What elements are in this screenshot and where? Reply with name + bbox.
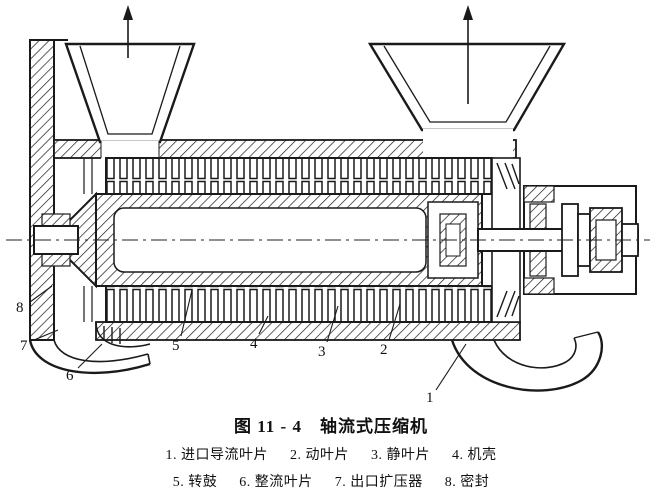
callout-3-label: 3 [318, 344, 326, 360]
funnel-left [64, 42, 196, 159]
callout-6-label: 6 [66, 368, 74, 384]
bearing-block-bottom [529, 249, 547, 277]
figure-caption: 图 11 - 4 轴流式压缩机 1. 进口导流叶片 2. 动叶片 3. 静叶片 … [0, 408, 662, 491]
flow-arrow-left [123, 5, 133, 58]
callouts: 8 7 6 5 4 3 2 [16, 285, 467, 406]
inlet-scroll [450, 331, 603, 392]
blade-row-bottom [105, 285, 493, 323]
casing [29, 39, 521, 341]
flow-arrow-right [463, 5, 473, 104]
axial-compressor-diagram: 8 7 6 5 4 3 2 [6, 5, 650, 406]
legend-line-2: 5. 转鼓 6. 整流叶片 7. 出口扩压器 8. 密封 [0, 471, 662, 491]
legend-item-1: 1. 进口导流叶片 [165, 448, 268, 463]
legend-item-5: 5. 转鼓 [172, 475, 218, 490]
funnel-left-outer-wall [64, 42, 196, 144]
callout-2-label: 2 [380, 342, 388, 358]
legend-item-6: 6. 整流叶片 [239, 475, 313, 490]
callout-4: 4 [250, 315, 269, 352]
funnel-right-inner-wall [383, 45, 551, 123]
callout-8-label: 8 [16, 300, 24, 316]
callout-7-label: 7 [20, 338, 28, 354]
seal-block-top [41, 213, 71, 227]
blade-row-top [105, 157, 493, 195]
callout-6: 6 [66, 343, 103, 384]
inlet-guide-vanes-bottom [496, 290, 520, 318]
outlet-diffuser [28, 321, 151, 375]
casing-left-wall [29, 39, 55, 341]
legend-item-4: 4. 机壳 [452, 448, 497, 463]
callout-5-label: 5 [172, 338, 180, 354]
figure-title: 图 11 - 4 轴流式压缩机 [234, 417, 428, 436]
callout-8: 8 [16, 285, 53, 316]
callout-4-label: 4 [250, 336, 258, 352]
funnel-right-throat [423, 129, 513, 158]
callout-7: 7 [20, 329, 59, 354]
legend-item-3: 3. 静叶片 [371, 448, 430, 463]
diffuser-inner-wall [53, 339, 149, 363]
housing-mount-bottom [523, 277, 555, 295]
callout-2: 2 [380, 303, 401, 358]
legend-item-8: 8. 密封 [444, 475, 490, 490]
funnel-right-outer-wall [367, 42, 567, 132]
scroll-inner-wall [493, 337, 577, 369]
scroll-end-cap [573, 331, 599, 339]
callout-5: 5 [172, 289, 193, 354]
casing-bottom-band [95, 321, 521, 341]
diffuser-end-cap [147, 353, 151, 365]
callout-1-label: 1 [426, 390, 434, 406]
straightening-channel [95, 321, 151, 348]
callout-3: 3 [318, 305, 339, 360]
legend-item-7: 7. 出口扩压器 [334, 475, 423, 490]
funnel-right [367, 42, 567, 158]
funnel-left-inner-wall [79, 45, 181, 135]
straightening-vanes [103, 326, 121, 344]
diffuser-outer-wall [28, 339, 151, 375]
funnel-left-throat [101, 141, 159, 159]
inlet-guide-vanes-top [496, 162, 520, 190]
legend-item-2: 2. 动叶片 [290, 448, 349, 463]
legend-line-1: 1. 进口导流叶片 2. 动叶片 3. 静叶片 4. 机壳 [0, 444, 662, 464]
scroll-outer-wall [450, 331, 603, 392]
rotor-drum [65, 191, 483, 289]
seal-block-bottom [41, 253, 71, 267]
bearing-block-top [529, 203, 547, 231]
housing-mount-top [523, 185, 555, 203]
callout-1: 1 [426, 343, 467, 406]
